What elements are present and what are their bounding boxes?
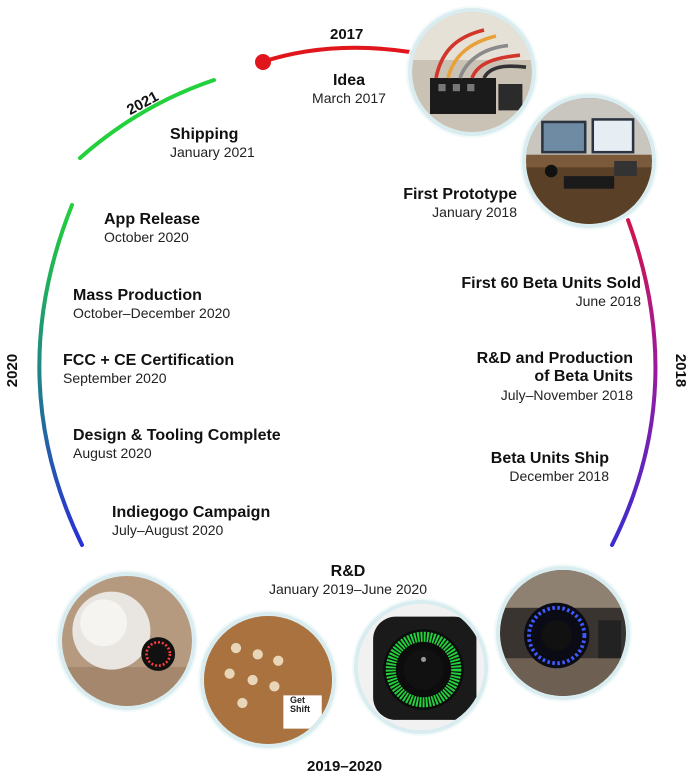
year-label-2019-2020: 2019–2020 xyxy=(307,758,383,775)
event-title: App Release xyxy=(104,211,201,228)
event-title: First Prototype xyxy=(403,186,517,203)
event-date: January 2019–June 2020 xyxy=(268,581,428,598)
event-title: Mass Production xyxy=(73,287,202,304)
event-mass-production: Mass Production October–December 2020 xyxy=(73,287,230,321)
event-date: July–November 2018 xyxy=(500,386,633,403)
event-title: Indiegogo Campaign xyxy=(112,504,271,521)
event-date: October–December 2020 xyxy=(73,305,231,322)
event-title: Shipping xyxy=(170,126,239,143)
event-date: October 2020 xyxy=(104,229,189,246)
blue-led-ring-device-photo xyxy=(496,566,630,700)
event-date: June 2018 xyxy=(575,293,641,310)
event-indiegogo-campaign: Indiegogo Campaign July–August 2020 xyxy=(112,504,270,538)
event-title: Beta Units Ship xyxy=(490,450,609,467)
arc-2018 xyxy=(610,218,658,547)
wiring-prototype-photo xyxy=(408,8,536,136)
event-title: FCC + CE Certification xyxy=(63,352,235,369)
get-shift-logo: Get Shift xyxy=(290,695,310,715)
event-date: August 2020 xyxy=(73,445,152,462)
event-date: January 2021 xyxy=(170,144,255,161)
event-title: Idea xyxy=(332,72,365,89)
event-rd-2019: R&D January 2019–June 2020 xyxy=(250,563,446,597)
event-idea: Idea March 2017 xyxy=(300,72,398,106)
event-design-tooling: Design & Tooling Complete August 2020 xyxy=(73,427,281,461)
event-first-beta-units-sold: First 60 Beta Units Sold June 2018 xyxy=(461,275,641,309)
year-label-2018: 2018 xyxy=(672,353,690,388)
event-date: December 2018 xyxy=(509,468,609,485)
desk-computer-setup-photo xyxy=(522,94,656,228)
event-beta-units-ship: Beta Units Ship December 2018 xyxy=(491,450,609,484)
event-title: First 60 Beta Units Sold xyxy=(461,275,641,292)
arc-2020 xyxy=(37,203,84,547)
event-first-prototype: First Prototype January 2018 xyxy=(403,186,517,220)
arc-2021 xyxy=(78,78,216,160)
event-title-line2: of Beta Units xyxy=(534,368,633,386)
arc-2017 xyxy=(260,45,412,64)
event-date: March 2017 xyxy=(312,90,386,107)
event-date: July–August 2020 xyxy=(112,522,224,539)
event-fcc-ce-certification: FCC + CE Certification September 2020 xyxy=(63,352,234,386)
start-dot xyxy=(255,54,271,70)
copper-circuit-board-photo: Get Shift xyxy=(200,612,336,748)
event-title: Design & Tooling Complete xyxy=(73,427,281,444)
event-title: R&D xyxy=(330,563,366,580)
event-app-release: App Release October 2020 xyxy=(104,211,200,245)
event-date: September 2020 xyxy=(63,370,167,387)
white-sphere-prototype-photo xyxy=(58,572,196,710)
event-rd-production-beta: R&D and Production of Beta Units July–No… xyxy=(477,350,633,403)
event-shipping: Shipping January 2021 xyxy=(170,126,255,160)
year-label-2017: 2017 xyxy=(330,26,364,43)
green-led-ring-device-photo xyxy=(354,600,488,734)
event-date: January 2018 xyxy=(432,204,517,221)
year-label-2020: 2020 xyxy=(4,353,22,388)
event-title: R&D and Production xyxy=(476,350,633,367)
